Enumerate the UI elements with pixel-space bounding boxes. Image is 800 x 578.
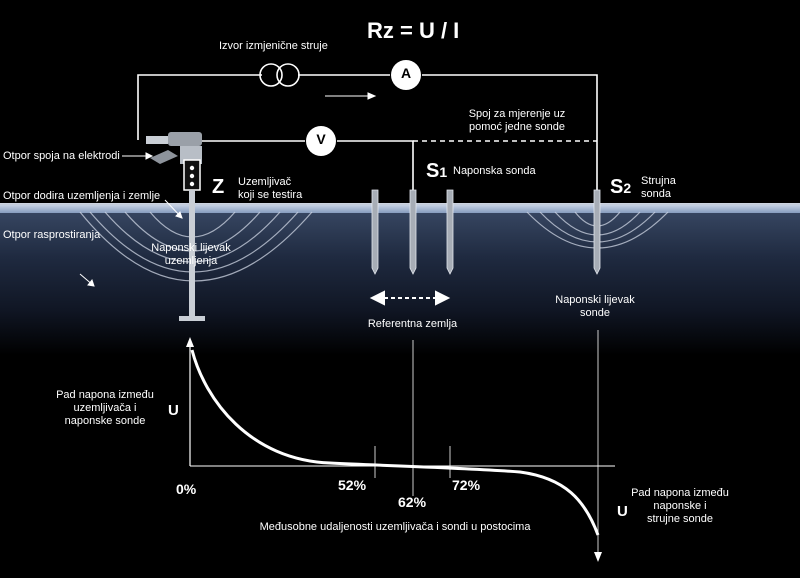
x-axis-caption: Međusobne udaljenosti uzemljivača i sond… bbox=[259, 521, 531, 533]
spreading-arrow bbox=[79, 273, 95, 287]
source-coil-right bbox=[276, 63, 300, 87]
s1-subscript: 1 bbox=[439, 164, 448, 180]
percent-0: 0% bbox=[176, 481, 197, 497]
voltmeter-symbol bbox=[306, 126, 336, 156]
voltmeter-wire bbox=[195, 140, 414, 205]
ground-surface bbox=[0, 203, 800, 213]
connection-resistance-label: Otpor spoja na elektrodi bbox=[3, 150, 120, 162]
ammeter-symbol bbox=[391, 60, 421, 90]
s1-letter: S1 bbox=[426, 160, 447, 183]
soil-layer bbox=[0, 205, 800, 355]
electrode-clamp bbox=[146, 132, 202, 164]
reference-earth-arrow bbox=[369, 290, 451, 306]
s2-letter-text: S bbox=[610, 176, 624, 198]
funnel-earth-label: Naponski lijevak uzemljenja bbox=[151, 242, 231, 267]
circuit-wires bbox=[137, 74, 598, 212]
voltmeter-letter: V bbox=[316, 131, 326, 147]
percent-62: 62% bbox=[398, 494, 427, 510]
percent-72: 72% bbox=[452, 477, 481, 493]
ammeter-letter: A bbox=[400, 65, 412, 81]
s2-description: Strujna sonda bbox=[641, 175, 676, 200]
s2-letter: S2 bbox=[610, 176, 631, 199]
voltage-probes bbox=[371, 189, 601, 275]
voltage-drop-curve bbox=[190, 349, 600, 536]
s1-description: Naponska sonda bbox=[453, 165, 536, 177]
source-coil-left bbox=[259, 63, 283, 87]
contact-resistance-label: Otpor dodira uzemljenja i zemlje bbox=[3, 190, 161, 202]
z-description: Uzemljivač koji se testira bbox=[238, 176, 303, 201]
contact-arrow bbox=[164, 199, 183, 219]
z-letter: Z bbox=[212, 176, 225, 198]
probe-s2 bbox=[593, 189, 601, 275]
current-direction-arrow bbox=[325, 92, 377, 100]
s1-letter-text: S bbox=[426, 160, 440, 182]
earth-electrode bbox=[179, 159, 205, 321]
u-right: U bbox=[617, 503, 628, 520]
probe-s1 bbox=[409, 189, 417, 275]
source-label: Izvor izmjenične struje bbox=[219, 40, 328, 52]
u-left: U bbox=[168, 402, 179, 419]
top-loop-wire bbox=[137, 74, 598, 212]
probe-left bbox=[371, 189, 379, 275]
voltage-graph bbox=[186, 330, 615, 562]
probe-right bbox=[446, 189, 454, 275]
percent-52: 52% bbox=[338, 477, 367, 493]
down-arrowhead bbox=[594, 552, 602, 562]
y-axis-arrowhead bbox=[186, 337, 194, 347]
formula: Rz = U / I bbox=[367, 18, 460, 43]
drop-right-label: Pad napona između naponske i strujne son… bbox=[631, 487, 729, 525]
reference-earth-label: Referentna zemlja bbox=[367, 318, 458, 330]
single-probe-note: Spoj za mjerenje uz pomoć jedne sonde bbox=[468, 108, 566, 133]
connection-arrow bbox=[122, 152, 154, 160]
ac-source-symbol bbox=[259, 63, 300, 87]
s2-subscript: 2 bbox=[623, 180, 632, 196]
drop-left-label: Pad napona između uzemljivača i naponske… bbox=[56, 389, 154, 427]
funnel-probe-label: Naponski lijevak sonde bbox=[555, 294, 635, 319]
spreading-resistance-label: Otpor rasprostiranja bbox=[3, 229, 101, 241]
